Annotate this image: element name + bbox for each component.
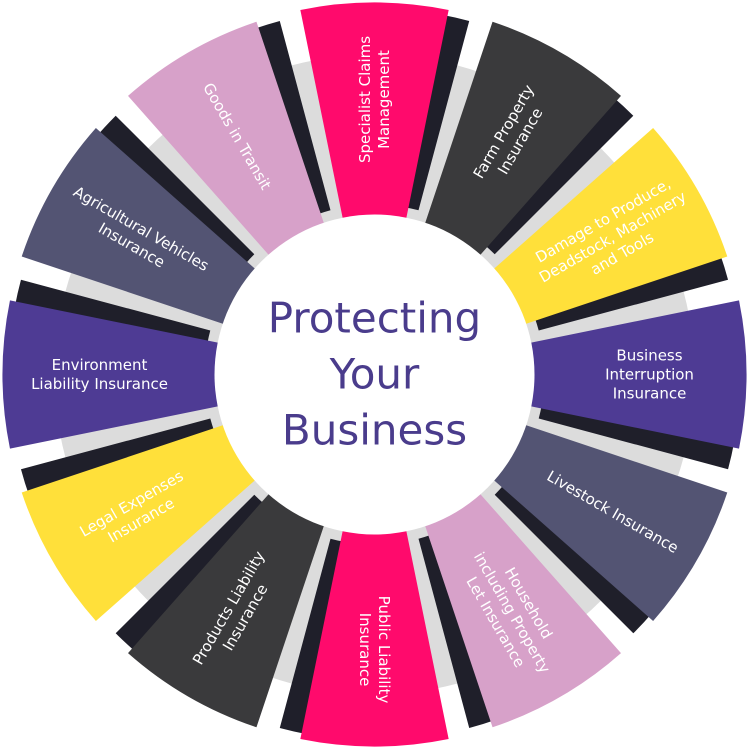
segment-block	[300, 529, 449, 747]
segment-block	[424, 21, 621, 257]
wheel-segment: Public LiabilityInsurance	[279, 529, 449, 747]
segment-shadow	[405, 14, 470, 211]
wheel-segment: Products LiabilityInsurance	[115, 492, 325, 728]
segment-block	[492, 128, 728, 325]
segment-shadow	[494, 484, 653, 634]
segment-label: Specialist ClaimsManagement	[356, 36, 393, 163]
wheel-segment: Legal ExpensesInsurance	[20, 418, 257, 621]
wheel-segment: Goods in Transit	[128, 20, 331, 257]
wheel-segment: Householdincluding PropertyLet Insurance	[418, 492, 621, 729]
center-title-line: Business	[282, 406, 467, 455]
wheel-segment: Specialist ClaimsManagement	[300, 2, 470, 220]
segment-label-line: Insurance	[356, 613, 374, 687]
segment-label-line: Liability Insurance	[31, 375, 168, 393]
center-circle	[214, 214, 535, 535]
segment-block	[492, 424, 728, 621]
wheel-segment: Livestock Insurance	[492, 424, 728, 634]
segment-label-line: Specialist Claims	[356, 36, 374, 163]
segment-label-line: Business	[616, 347, 682, 365]
wheel-segment: Agricultural VehiclesInsurance	[21, 115, 257, 325]
segment-shadow	[484, 96, 634, 255]
wheel-segment: Farm PropertyInsurance	[424, 21, 634, 257]
segment-label-line: Interruption	[605, 366, 694, 384]
segment-label: Public LiabilityInsurance	[356, 596, 393, 704]
segment-block	[424, 492, 621, 728]
connector-block	[475, 131, 618, 274]
segment-block	[128, 492, 325, 728]
segment-shadow	[538, 405, 735, 470]
segment-label-line: Environment	[52, 356, 148, 374]
segment-block	[128, 21, 325, 257]
segment-shadow	[14, 279, 211, 344]
segment-shadow	[279, 538, 344, 735]
segment-block	[2, 300, 220, 449]
segment-block	[21, 128, 257, 325]
segment-shadow	[96, 115, 255, 265]
center-title-line: Protecting	[268, 294, 481, 343]
segment-label-line: Insurance	[613, 385, 687, 403]
segment-block	[21, 424, 257, 621]
segment-block	[529, 300, 747, 449]
segment-label-line: Public Liability	[375, 596, 393, 704]
segment-shadow	[115, 494, 265, 653]
center-title-line: Your	[329, 350, 420, 399]
segment-label-line: Management	[375, 50, 393, 149]
segment-block	[300, 2, 449, 220]
